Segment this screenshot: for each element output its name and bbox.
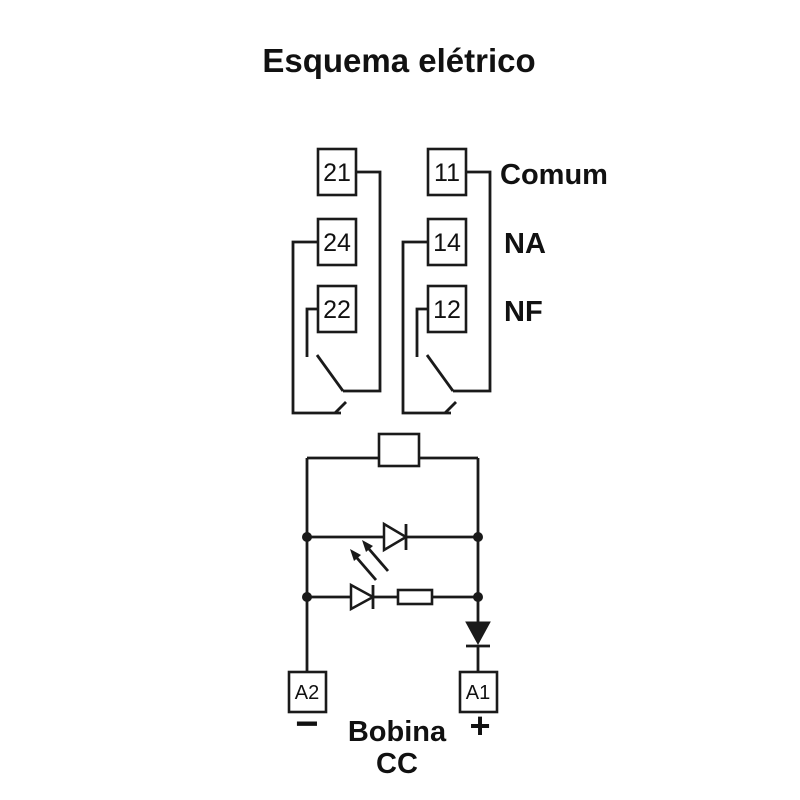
contact-tick-left-icon: [334, 401, 347, 414]
resistor-icon: [396, 588, 434, 606]
wire-22-normally-closed: [305, 307, 318, 357]
wire-11-common: [453, 170, 492, 393]
terminal-box-a1: [458, 670, 499, 714]
terminal-11-label: 11: [434, 159, 460, 187]
polarity-minus-label: −: [295, 702, 318, 746]
terminal-24-label: 24: [323, 229, 351, 257]
terminal-a2-label: A2: [295, 682, 319, 704]
led-arrow-icon: [367, 548, 390, 572]
wire-14-normally-open: [401, 240, 451, 415]
terminal-12-label: 12: [433, 296, 461, 324]
label-normally-open: NA: [504, 228, 546, 260]
terminal-box-14: [426, 217, 468, 267]
terminal-box-21: [316, 147, 358, 197]
label-common: Comum: [500, 159, 608, 191]
polarity-plus-label: +: [469, 705, 490, 746]
wire-12-normally-closed: [415, 307, 428, 357]
terminal-box-22: [316, 284, 358, 334]
contact-arm-right-icon: [425, 354, 455, 392]
coil-caption-line2: CC: [376, 748, 418, 780]
terminal-14-label: 14: [433, 229, 461, 257]
terminal-box-24: [316, 217, 358, 267]
contact-tick-right-icon: [444, 401, 457, 414]
junction-dot: [473, 532, 483, 542]
coil-caption-line1: Bobina: [348, 716, 447, 748]
led-diode-icon: [349, 582, 376, 612]
junction-dot: [302, 592, 312, 602]
coil-icon: [377, 432, 421, 468]
junction-dot: [302, 532, 312, 542]
terminal-box-a2: [287, 670, 328, 714]
led-arrow-icon: [355, 557, 378, 581]
wire-24-normally-open: [291, 240, 341, 415]
led-arrowhead-icon: [362, 540, 373, 552]
terminal-a1-label: A1: [466, 682, 490, 704]
terminal-box-12: [426, 284, 468, 334]
terminal-21-label: 21: [323, 159, 351, 187]
junction-dot: [473, 592, 483, 602]
terminal-box-11: [426, 147, 468, 197]
label-normally-closed: NF: [504, 296, 543, 328]
protection-diode-icon: [465, 621, 491, 646]
page-title: Esquema elétrico: [262, 42, 535, 79]
diode-icon: [382, 521, 409, 553]
terminal-22-label: 22: [323, 296, 351, 324]
contact-arm-left-icon: [315, 354, 345, 392]
wire-21-common: [343, 170, 382, 393]
led-arrowhead-icon: [350, 549, 361, 561]
